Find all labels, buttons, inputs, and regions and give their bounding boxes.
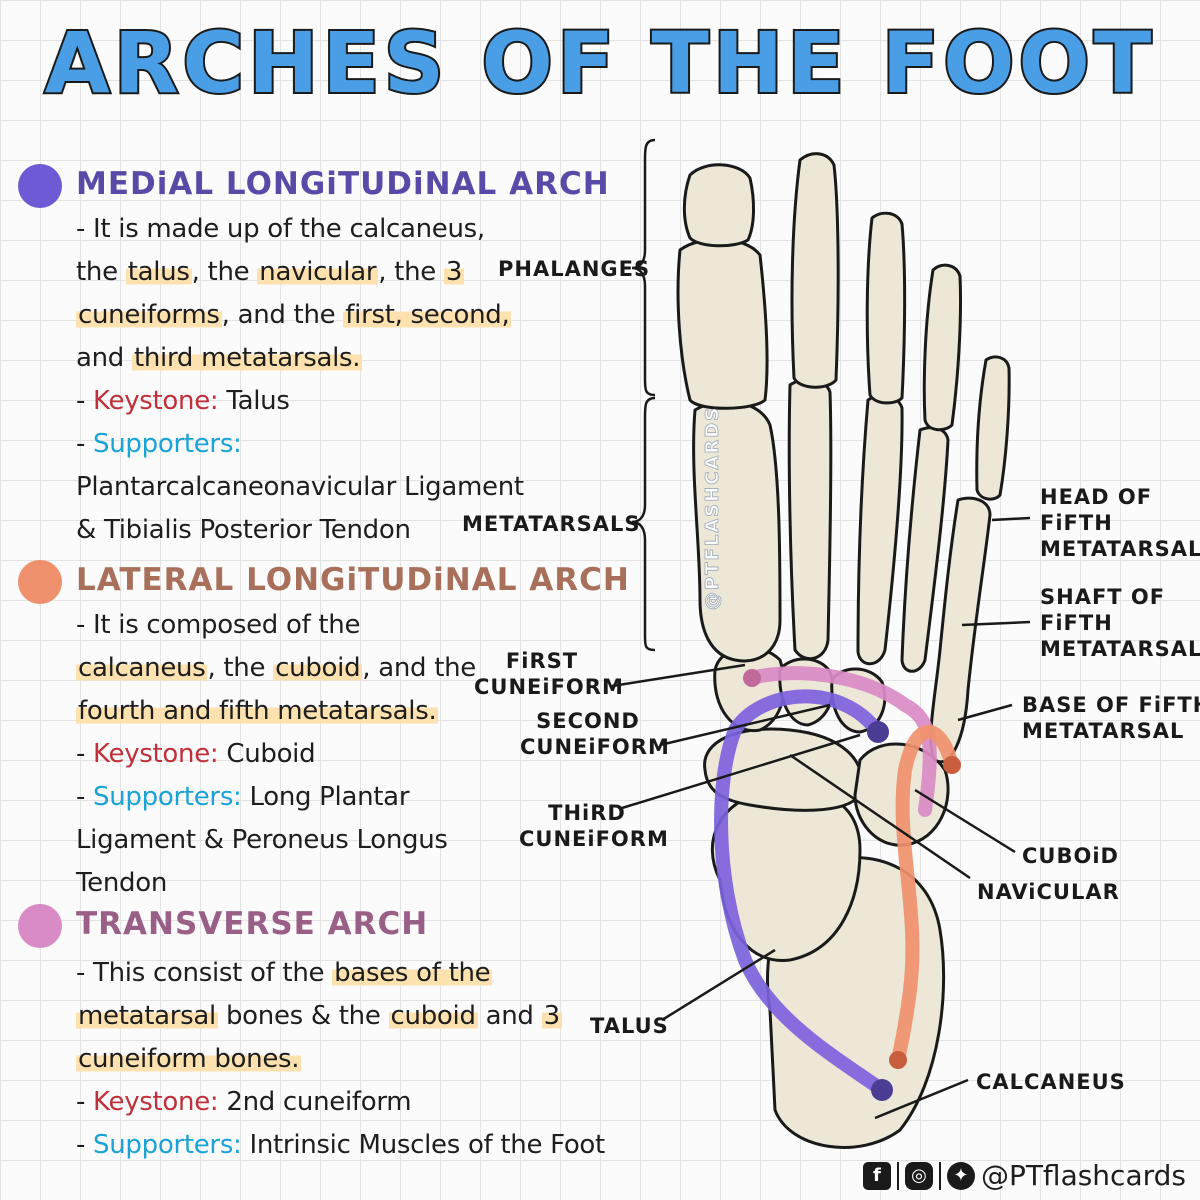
big-toe-proximal-phalanx (676, 237, 769, 410)
transverse-keystone: - Keystone: 2nd cuneiform (76, 1087, 412, 1117)
phalanges-label: PHALANGES (498, 257, 651, 281)
second-toe-phalanges (790, 152, 840, 389)
medial-supporter-2: & Tibialis Posterior Tendon (76, 515, 411, 545)
shaft-fifth-leader (961, 620, 1031, 627)
medial-line-4: and third metatarsals. (76, 343, 363, 373)
transverse-arch-end-point (743, 669, 761, 687)
medial-line-3: cuneiforms, and the first, second, (76, 300, 512, 330)
lateral-arch-dot (18, 560, 62, 604)
medial-supporters: - Supporters: (76, 429, 242, 459)
metatarsals-brace (631, 396, 656, 652)
transverse-line-2: metatarsal bones & the cuboid and 3 (76, 1001, 562, 1031)
first-cuneiform-leader (611, 663, 746, 688)
cuboid-label: CUBOiD (1022, 844, 1119, 868)
talus-bone (710, 787, 862, 962)
third-toe-phalanges (865, 211, 907, 405)
transverse-arch-heading: TRANSVERSE ARCH (76, 906, 429, 942)
second-metatarsal-bone (787, 377, 833, 661)
cuboid-leader (914, 788, 1016, 854)
title-graphic: ARCHES OF THE FOOT (43, 12, 1156, 110)
navicular-leader (789, 753, 971, 880)
lateral-arch-line (891, 724, 959, 1067)
instagram-icon[interactable]: ◎ (904, 1161, 933, 1190)
medial-arch-heading: MEDiAL LONGiTUDiNAL ARCH (76, 166, 610, 202)
fourth-metatarsal-bone (900, 426, 950, 673)
third-cuneiform-leader (621, 733, 861, 810)
fifth-toe-phalanges (975, 355, 1011, 501)
lateral-keystone: - Keystone: Cuboid (76, 739, 316, 769)
social-handle[interactable]: @PTflashcards (980, 1159, 1186, 1192)
medial-arch-end-point-top (867, 721, 889, 743)
lateral-supporter-3: Tendon (76, 868, 168, 898)
second-cuneiform-leader (659, 703, 831, 747)
lateral-arch-end-point-bottom (889, 1051, 907, 1069)
phalanges-brace (631, 138, 656, 397)
calcaneus-label: CALCANEUS (976, 1070, 1126, 1094)
transverse-supporters: - Supporters: Intrinsic Muscles of the F… (76, 1130, 605, 1160)
third-metatarsal-bone (856, 394, 904, 666)
metatarsals-label: METATARSALS (462, 512, 641, 536)
fourth-toe-phalanges (922, 263, 963, 432)
lateral-arch-end-point-top (943, 756, 961, 774)
big-toe-distal-phalanx (682, 163, 756, 248)
navicular-label: NAViCULAR (977, 880, 1120, 904)
watermark-text: @PTFLASHCARDS (702, 406, 723, 610)
twitter-icon[interactable]: ✦ (946, 1161, 975, 1190)
medial-line-1: - It is made up of the calcaneus, (76, 214, 485, 244)
lateral-line-2: calcaneus, the cuboid, and the (76, 653, 476, 683)
medial-line-2: the talus, the navicular, the 3 (76, 257, 465, 287)
medial-arch-dot (18, 164, 62, 208)
lateral-supporter-2: Ligament & Peroneus Longus (76, 825, 448, 855)
medial-arch-end-point-bottom (871, 1079, 893, 1101)
transverse-line-3: cuneiform bones. (76, 1044, 302, 1074)
lateral-line-1: - It is composed of the (76, 610, 361, 640)
medial-supporter-1: Plantarcalcaneonavicular Ligament (76, 472, 524, 502)
calcaneus-leader (874, 1078, 969, 1120)
talus-leader (661, 948, 776, 1022)
transverse-line-1: - This consist of the bases of the (76, 958, 493, 988)
head-fifth-leader (991, 516, 1031, 522)
divider (896, 1161, 899, 1190)
transverse-arch-line (745, 666, 937, 817)
base-fifth-leader (957, 703, 1013, 722)
lateral-supporters: - Supporters: Long Plantar (76, 782, 410, 812)
lateral-line-3: fourth and fifth metatarsals. (76, 696, 439, 726)
page-title: ARCHES OF THE FOOT (45, 14, 1156, 110)
facebook-icon[interactable]: f (862, 1161, 891, 1190)
lateral-arch-heading: LATERAL LONGiTUDiNAL ARCH (76, 562, 630, 598)
medial-arch-line (714, 689, 889, 1097)
transverse-arch-dot (18, 904, 62, 948)
divider (938, 1161, 941, 1190)
social-footer: f ◎ ✦ @PTflashcards (862, 1159, 1186, 1192)
talus-label: TALUS (590, 1014, 669, 1038)
first-metatarsal-bone (692, 400, 782, 663)
medial-keystone: - Keystone: Talus (76, 386, 290, 416)
